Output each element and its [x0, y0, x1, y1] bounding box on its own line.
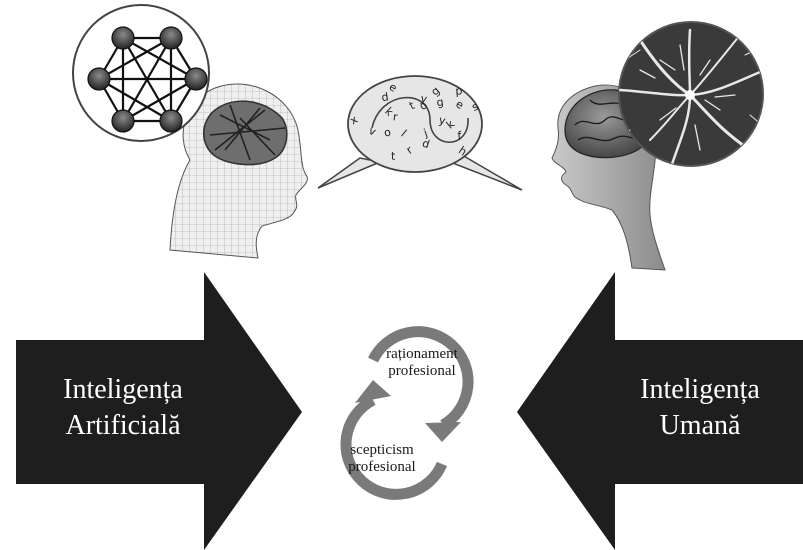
bubble-letter: d: [381, 90, 390, 104]
right-arrow-line2: Umană: [659, 410, 741, 441]
bubble-letter: y: [419, 92, 429, 106]
bubble-letter: j: [421, 126, 429, 140]
bubble-letter: r: [404, 143, 416, 157]
cycle-bottom-line2: profesional: [348, 459, 416, 475]
bubble-letter: l: [398, 127, 409, 139]
brain-neurons-icon: [618, 21, 764, 167]
left-arrow-line2: Artificială: [65, 410, 181, 441]
bubble-letter: t: [407, 99, 417, 113]
right-arrow-line1: Inteligența: [640, 374, 760, 405]
neural-network-icon: [72, 4, 210, 142]
bubble-letter: s: [470, 100, 481, 114]
left-arrow: [16, 272, 302, 550]
bubble-letter: f: [457, 129, 463, 142]
left-arrow-label: Inteligența Artificială: [28, 372, 218, 444]
bubble-letter: r: [392, 110, 399, 124]
cycle-top-line2: profesional: [388, 363, 456, 379]
cycle-bottom-arrowhead: [355, 380, 391, 403]
bubble-letter: o: [383, 125, 393, 139]
cycle-top-label: raționament profesional: [372, 346, 472, 380]
left-arrow-line1: Inteligența: [63, 374, 183, 405]
bubble-letter: g: [436, 95, 445, 109]
bubble-letter: d: [421, 137, 432, 152]
right-arrow-label: Inteligența Umană: [600, 372, 800, 444]
bubble-letter: p: [455, 84, 463, 97]
cycle-top-arc: [368, 326, 474, 430]
cycle-bottom-label: scepticism profesional: [332, 442, 432, 476]
cycle-diagram: [340, 326, 474, 500]
cycle-bottom-arc: [340, 395, 448, 500]
bubble-letter: t: [391, 150, 396, 163]
cycle-bottom-line1: scepticism: [350, 442, 414, 458]
scribble-brain-icon: [202, 100, 288, 166]
bubble-letter: y: [438, 114, 448, 128]
cycle-top-arrowhead: [425, 422, 461, 442]
right-arrow: [517, 272, 803, 550]
bubble-letter: v: [367, 124, 379, 139]
cycle-top-line1: raționament: [386, 346, 458, 362]
